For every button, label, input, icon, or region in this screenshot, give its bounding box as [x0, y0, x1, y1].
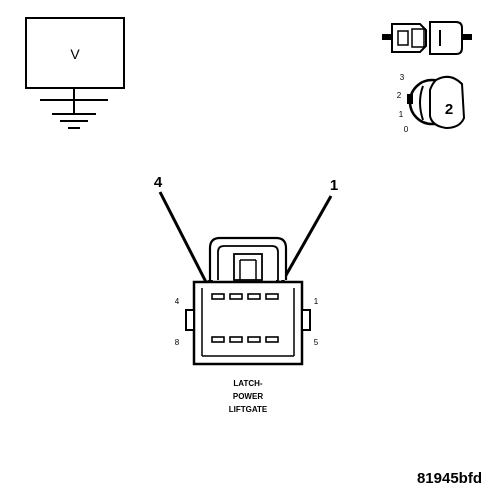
pin-row-bottom — [211, 336, 279, 343]
key-position-marker — [407, 94, 413, 104]
pin-number-top-left: 4 — [175, 297, 180, 306]
pin-number-bottom-left: 8 — [175, 338, 180, 347]
connector-name-line-2: POWER — [233, 392, 263, 401]
ground-symbol — [40, 89, 108, 129]
meter-box — [25, 17, 125, 89]
callout-label-4: 4 — [154, 174, 163, 191]
key-selected-position: 2 — [445, 101, 453, 118]
pin-row-top — [211, 293, 279, 300]
callout-arrow-right — [279, 195, 333, 285]
connector-name-line-3: LIFTGATE — [229, 405, 268, 414]
key-position-2: 2 — [397, 91, 402, 100]
connector-name-line-1: LATCH- — [233, 379, 263, 388]
meter-label: V — [70, 46, 80, 62]
ignition-key-icon: 3 2 1 0 2 — [397, 73, 466, 134]
callout-arrow-left — [158, 191, 210, 287]
connector-pair-icon — [382, 21, 472, 55]
key-position-1: 1 — [399, 110, 404, 119]
figure-id: 81945bfd — [417, 470, 482, 487]
connector-face: 4 1 8 5 — [175, 236, 319, 366]
pin-number-top-right: 1 — [314, 297, 319, 306]
callout-label-1: 1 — [330, 177, 338, 194]
voltmeter-symbol: V — [25, 17, 125, 89]
pin-number-bottom-right: 5 — [314, 338, 319, 347]
key-position-0: 0 — [404, 125, 409, 134]
key-position-3: 3 — [400, 73, 405, 82]
connector-name: LATCH- POWER LIFTGATE — [229, 379, 268, 414]
